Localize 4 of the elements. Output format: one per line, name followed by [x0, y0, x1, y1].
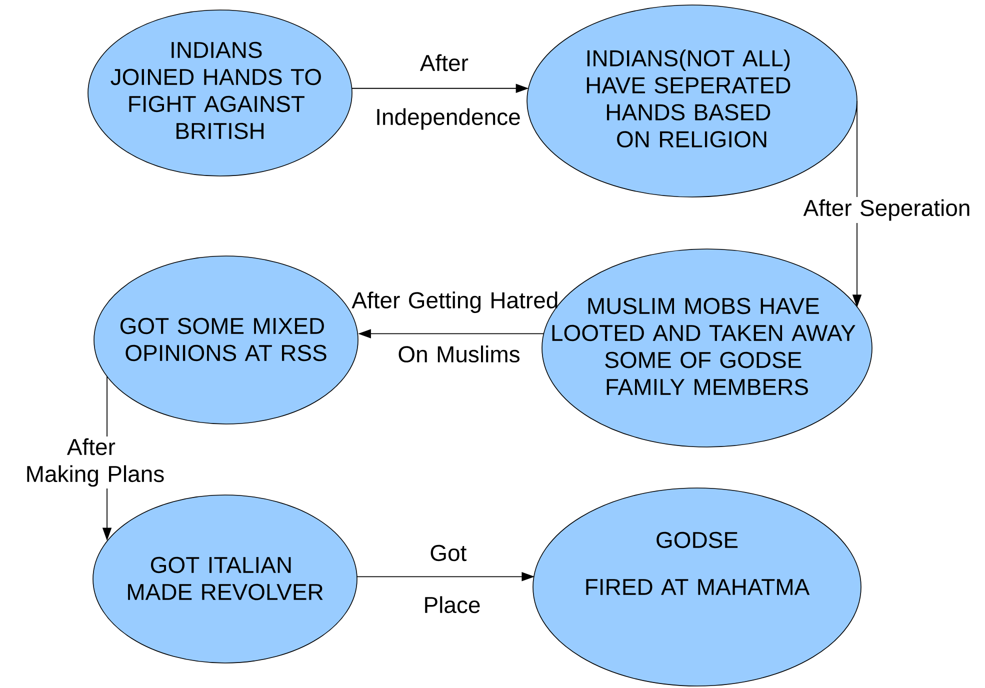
edge-label: Got Place	[425, 544, 480, 614]
edge-label: After Independence	[377, 54, 520, 130]
edge-label: After Making Plans	[27, 438, 164, 487]
edge-label: After Seperation	[803, 199, 970, 221]
